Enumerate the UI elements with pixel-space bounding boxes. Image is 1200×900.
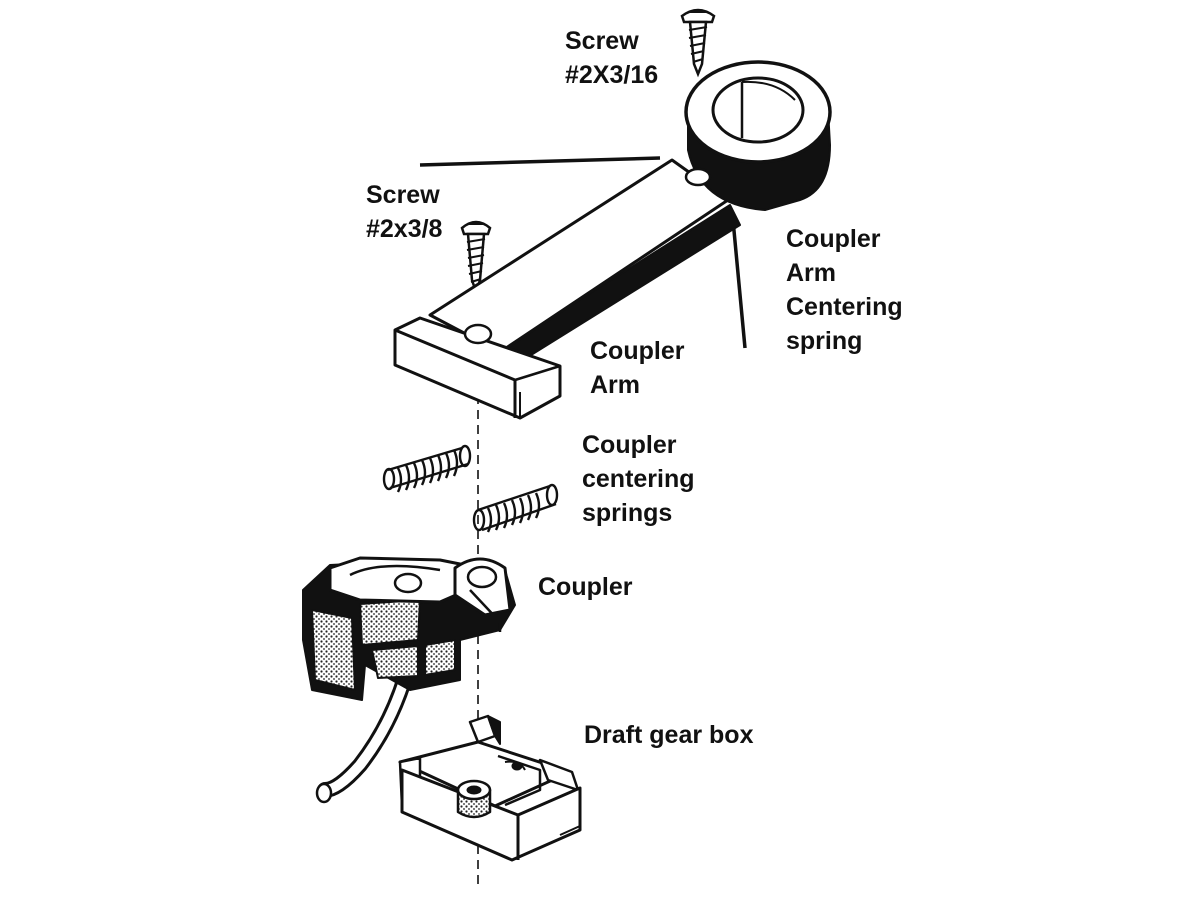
coupler-arm [393, 60, 832, 420]
screw-long [460, 220, 492, 296]
label-coupler: Coupler [538, 573, 633, 601]
coupler [302, 556, 516, 804]
label-coupler-centering-springs: Coupler centering springs [582, 431, 695, 527]
centering-spring-left [382, 444, 472, 493]
screw-short [680, 8, 716, 78]
label-coupler-arm: Coupler Arm [590, 337, 685, 399]
leader-lines [419, 156, 747, 349]
draft-gear-box [398, 714, 582, 862]
label-screw-short: Screw #2X3/16 [565, 27, 659, 89]
label-screw-long: Screw #2x3/8 [366, 181, 443, 243]
label-draft-gear-box: Draft gear box [584, 721, 754, 749]
label-coupler-arm-centering-spring: Coupler Arm Centering spring [786, 225, 903, 355]
centering-spring-right [472, 483, 559, 533]
